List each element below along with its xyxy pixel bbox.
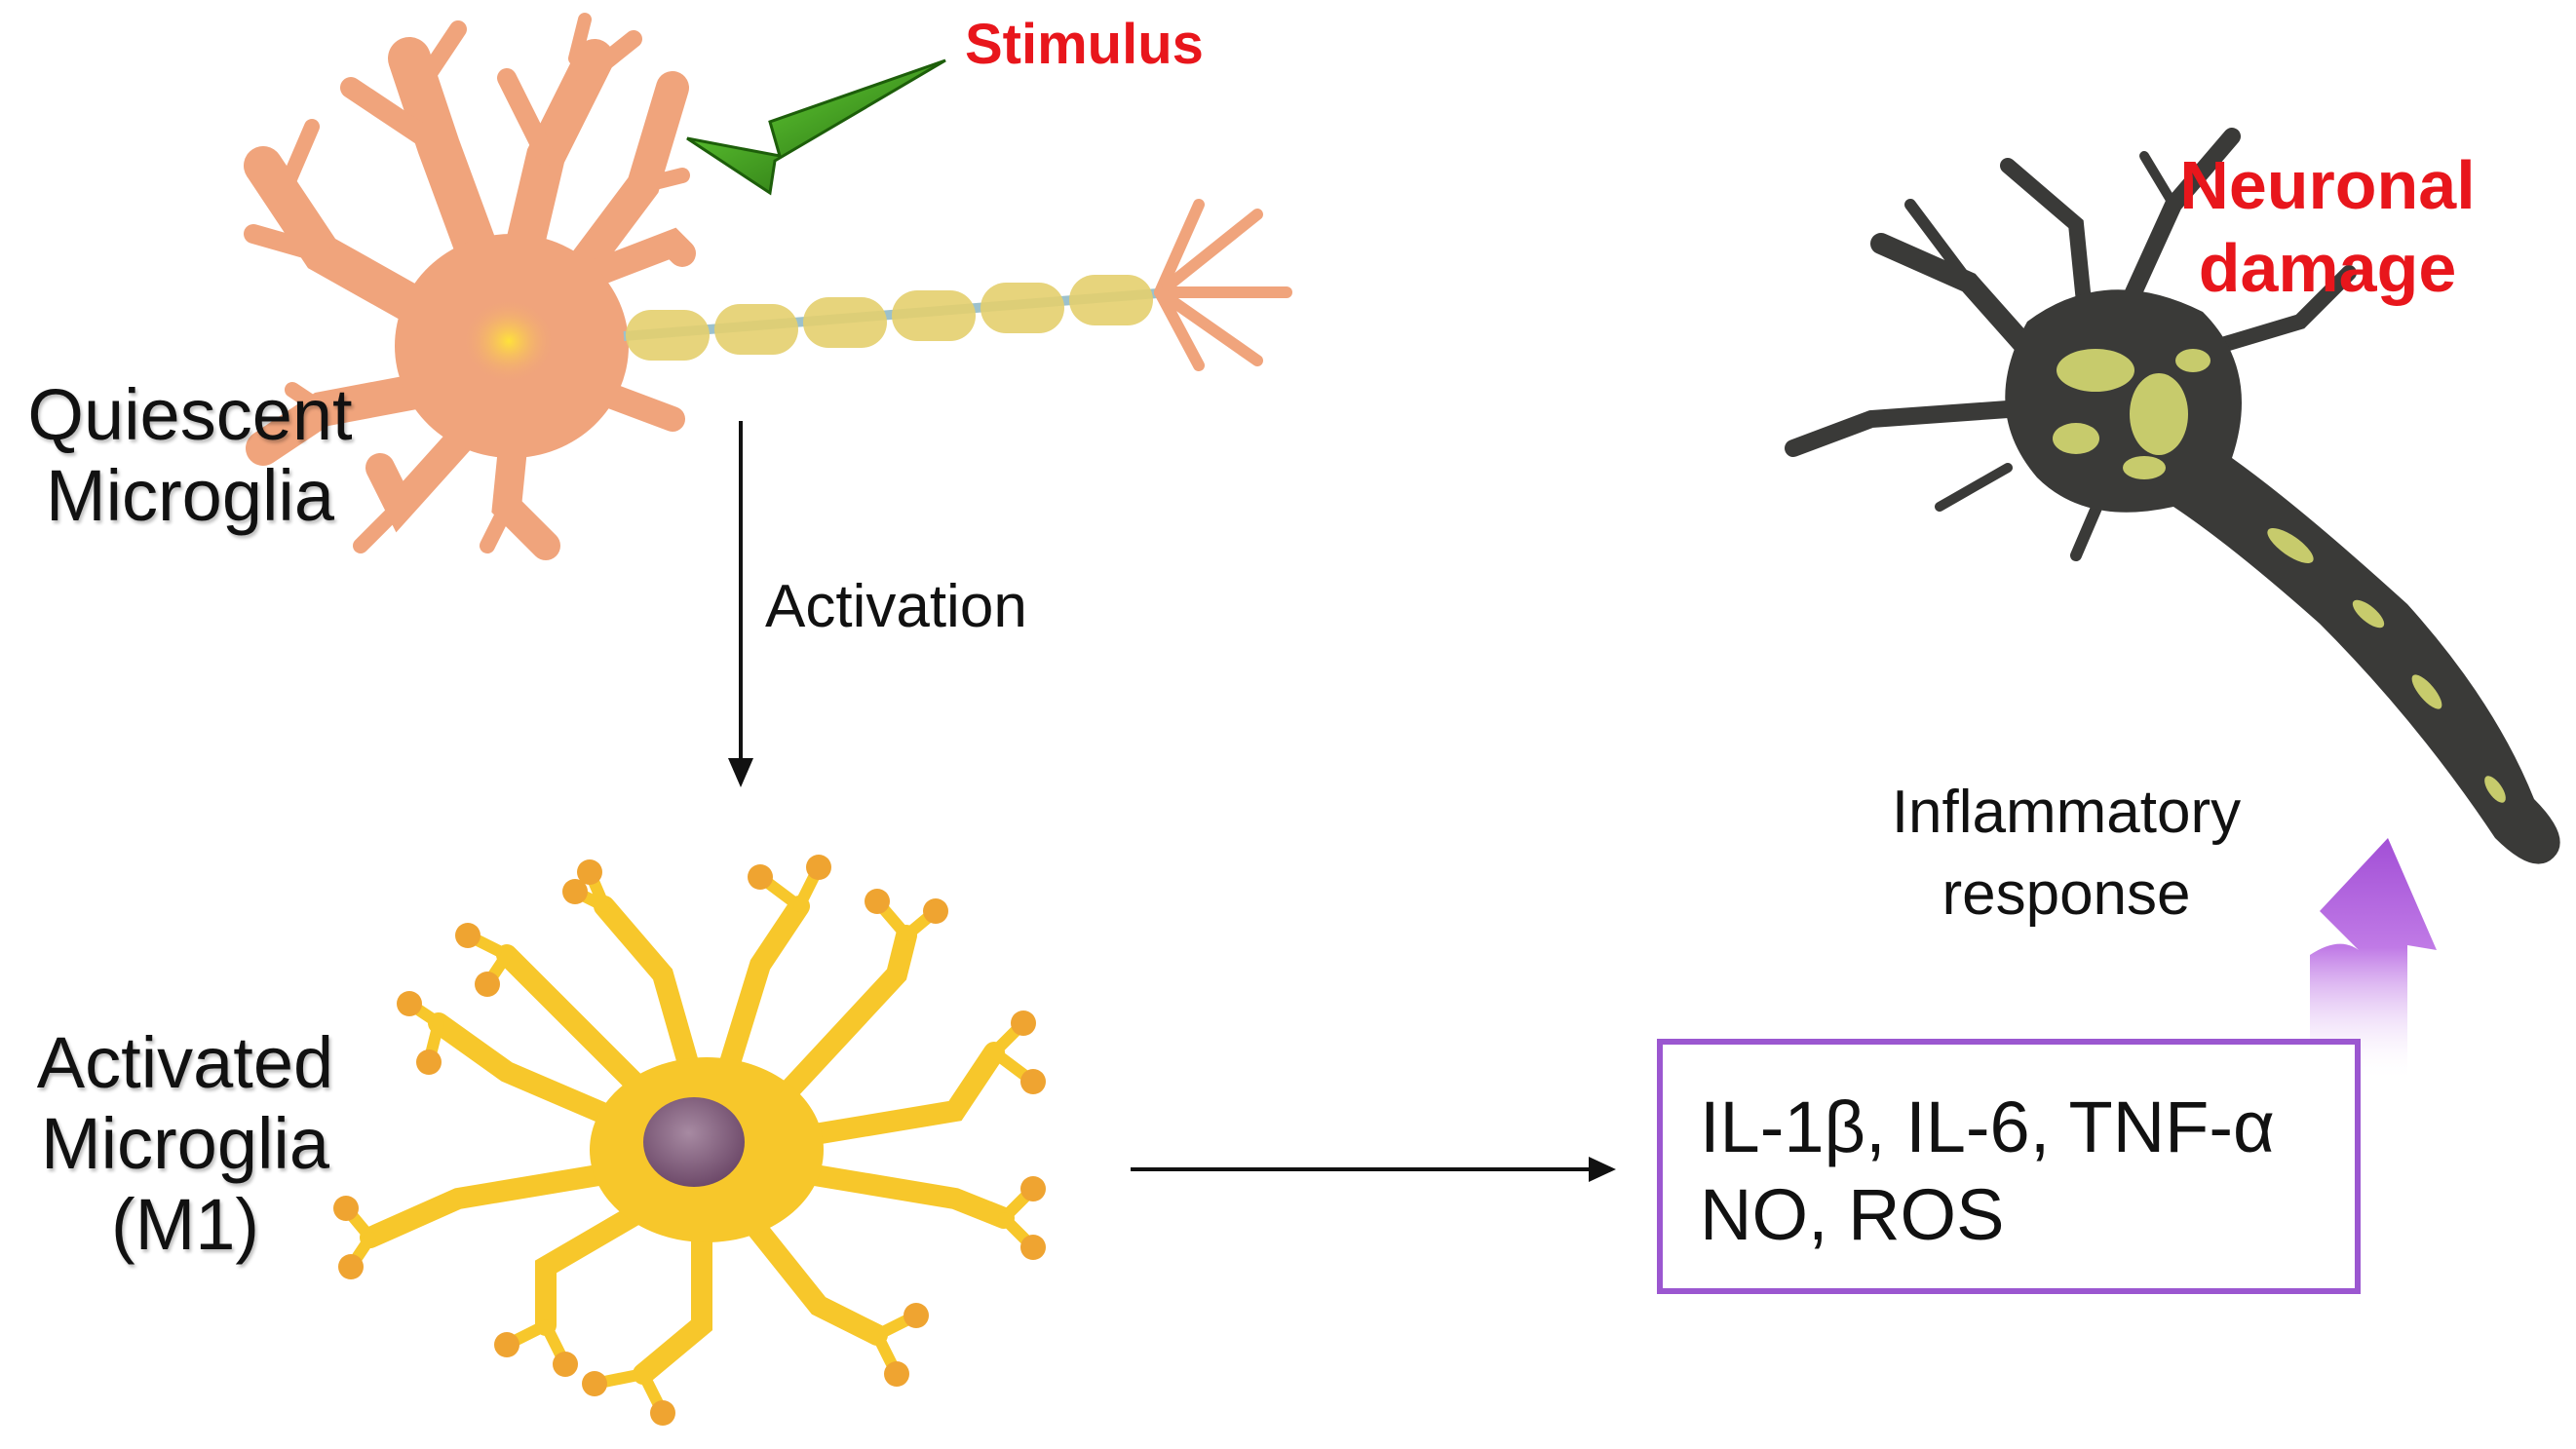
inflammatory-response-arrow bbox=[2310, 838, 2437, 1082]
inflammatory-line2: response bbox=[1942, 860, 2191, 929]
activated-line3: (M1) bbox=[110, 1183, 260, 1265]
damaged-neuron bbox=[1785, 128, 2560, 864]
stimulus-arrow bbox=[686, 58, 946, 196]
quiescent-microglia-cell bbox=[244, 13, 696, 560]
quiescent-line2: Microglia bbox=[45, 454, 335, 536]
neuronal-damage-line1: Neuronal bbox=[2179, 147, 2476, 223]
axon-myelin-sheath bbox=[623, 199, 1292, 371]
mediators-line1: IL-1β, IL-6, TNF-α bbox=[1700, 1087, 2275, 1167]
inflammatory-mediators-box: IL-1β, IL-6, TNF-α NO, ROS bbox=[1657, 1039, 2361, 1294]
activated-line1: Activated bbox=[36, 1022, 334, 1103]
activated-line2: Microglia bbox=[40, 1102, 330, 1184]
activated-microglia-label: Activated Microglia (M1) bbox=[0, 1022, 370, 1266]
mediators-line2: NO, ROS bbox=[1700, 1174, 2005, 1256]
neuronal-damage-label: Neuronal damage bbox=[2123, 144, 2532, 311]
activated-microglia-cell bbox=[333, 855, 1046, 1426]
inflammatory-response-label: Inflammatory response bbox=[1852, 772, 2281, 936]
inflammatory-line1: Inflammatory bbox=[1891, 779, 2242, 846]
quiescent-line1: Quiescent bbox=[27, 374, 353, 455]
neuronal-damage-line2: damage bbox=[2198, 230, 2457, 307]
activation-label: Activation bbox=[765, 573, 1027, 640]
quiescent-microglia-label: Quiescent Microglia bbox=[0, 374, 380, 537]
release-arrow bbox=[1131, 1157, 1616, 1182]
activation-arrow bbox=[728, 421, 753, 787]
stimulus-label: Stimulus bbox=[965, 13, 1204, 76]
